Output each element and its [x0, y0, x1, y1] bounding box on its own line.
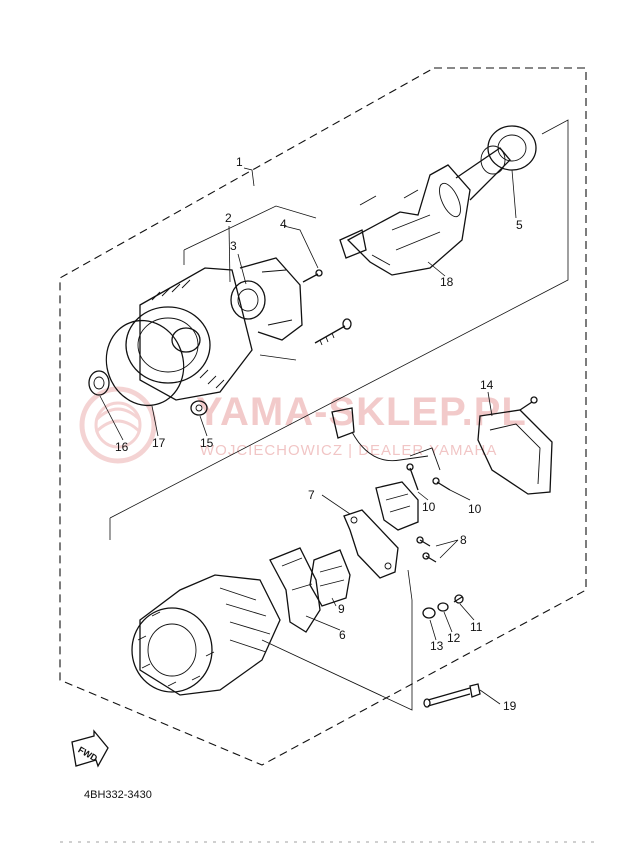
callout-6: 6 [339, 628, 346, 642]
callout-labels: 1 2 3 4 5 18 16 17 15 14 7 10 10 8 9 6 1… [115, 155, 523, 713]
callout-4: 4 [280, 217, 287, 231]
callout-7: 7 [308, 488, 315, 502]
terminals [416, 536, 437, 563]
callout-1: 1 [236, 155, 243, 169]
watermark-sub-text: WOJCIECHOWICZ | DEALER YAMAHA [200, 442, 497, 459]
o-ring [105, 319, 185, 407]
screw-11 [453, 594, 464, 604]
watermark-logo [79, 386, 157, 464]
callout-2: 2 [225, 211, 232, 225]
assembly-outline-dashed [59, 67, 587, 766]
callout-12: 12 [447, 631, 461, 645]
screw-10a [406, 463, 419, 491]
callout-10b: 10 [468, 502, 482, 516]
screw-10b [432, 477, 451, 491]
wire-connector [331, 407, 441, 471]
callout-9: 9 [338, 602, 345, 616]
stator [269, 547, 321, 633]
brush-holder [343, 509, 399, 579]
screw-upper [302, 269, 323, 283]
nut [190, 400, 208, 416]
callout-3: 3 [230, 239, 237, 253]
callout-leaders [99, 167, 517, 705]
callout-14: 14 [480, 378, 494, 392]
screw-lower [314, 318, 352, 346]
cover-screw [519, 396, 538, 411]
side-cover [477, 409, 553, 495]
rear-cover-housing [125, 267, 253, 401]
fwd-arrow: FWD [71, 729, 109, 768]
bracket-leader-frame [183, 205, 317, 361]
callout-10a: 10 [422, 500, 436, 514]
callout-17: 17 [152, 436, 166, 450]
callout-13: 13 [430, 639, 444, 653]
washer-13 [422, 607, 436, 619]
through-bolt [423, 683, 481, 708]
callout-5: 5 [516, 218, 523, 232]
front-bearing [480, 125, 537, 175]
callout-8: 8 [460, 533, 467, 547]
diagram-code: 4BH332-3430 [84, 789, 152, 801]
callout-19: 19 [503, 699, 517, 713]
washer-12 [437, 602, 449, 612]
callout-11: 11 [470, 620, 483, 634]
callout-15: 15 [200, 436, 214, 450]
bearing-and-plate [230, 257, 303, 341]
oil-seal [88, 370, 110, 396]
rotor [339, 147, 511, 276]
front-housing [131, 574, 281, 696]
regulator-bracket [375, 481, 419, 531]
watermark: YAMA-SKLEP.PL WOJCIECHOWICZ | DEALER YAM… [79, 386, 527, 464]
lower-leader-frame [261, 569, 413, 711]
regulator [309, 549, 351, 607]
callout-18: 18 [440, 275, 454, 289]
assembly-leader-frame [109, 119, 569, 540]
watermark-main-text: YAMA-SKLEP.PL [196, 390, 527, 434]
callout-16: 16 [115, 440, 129, 454]
